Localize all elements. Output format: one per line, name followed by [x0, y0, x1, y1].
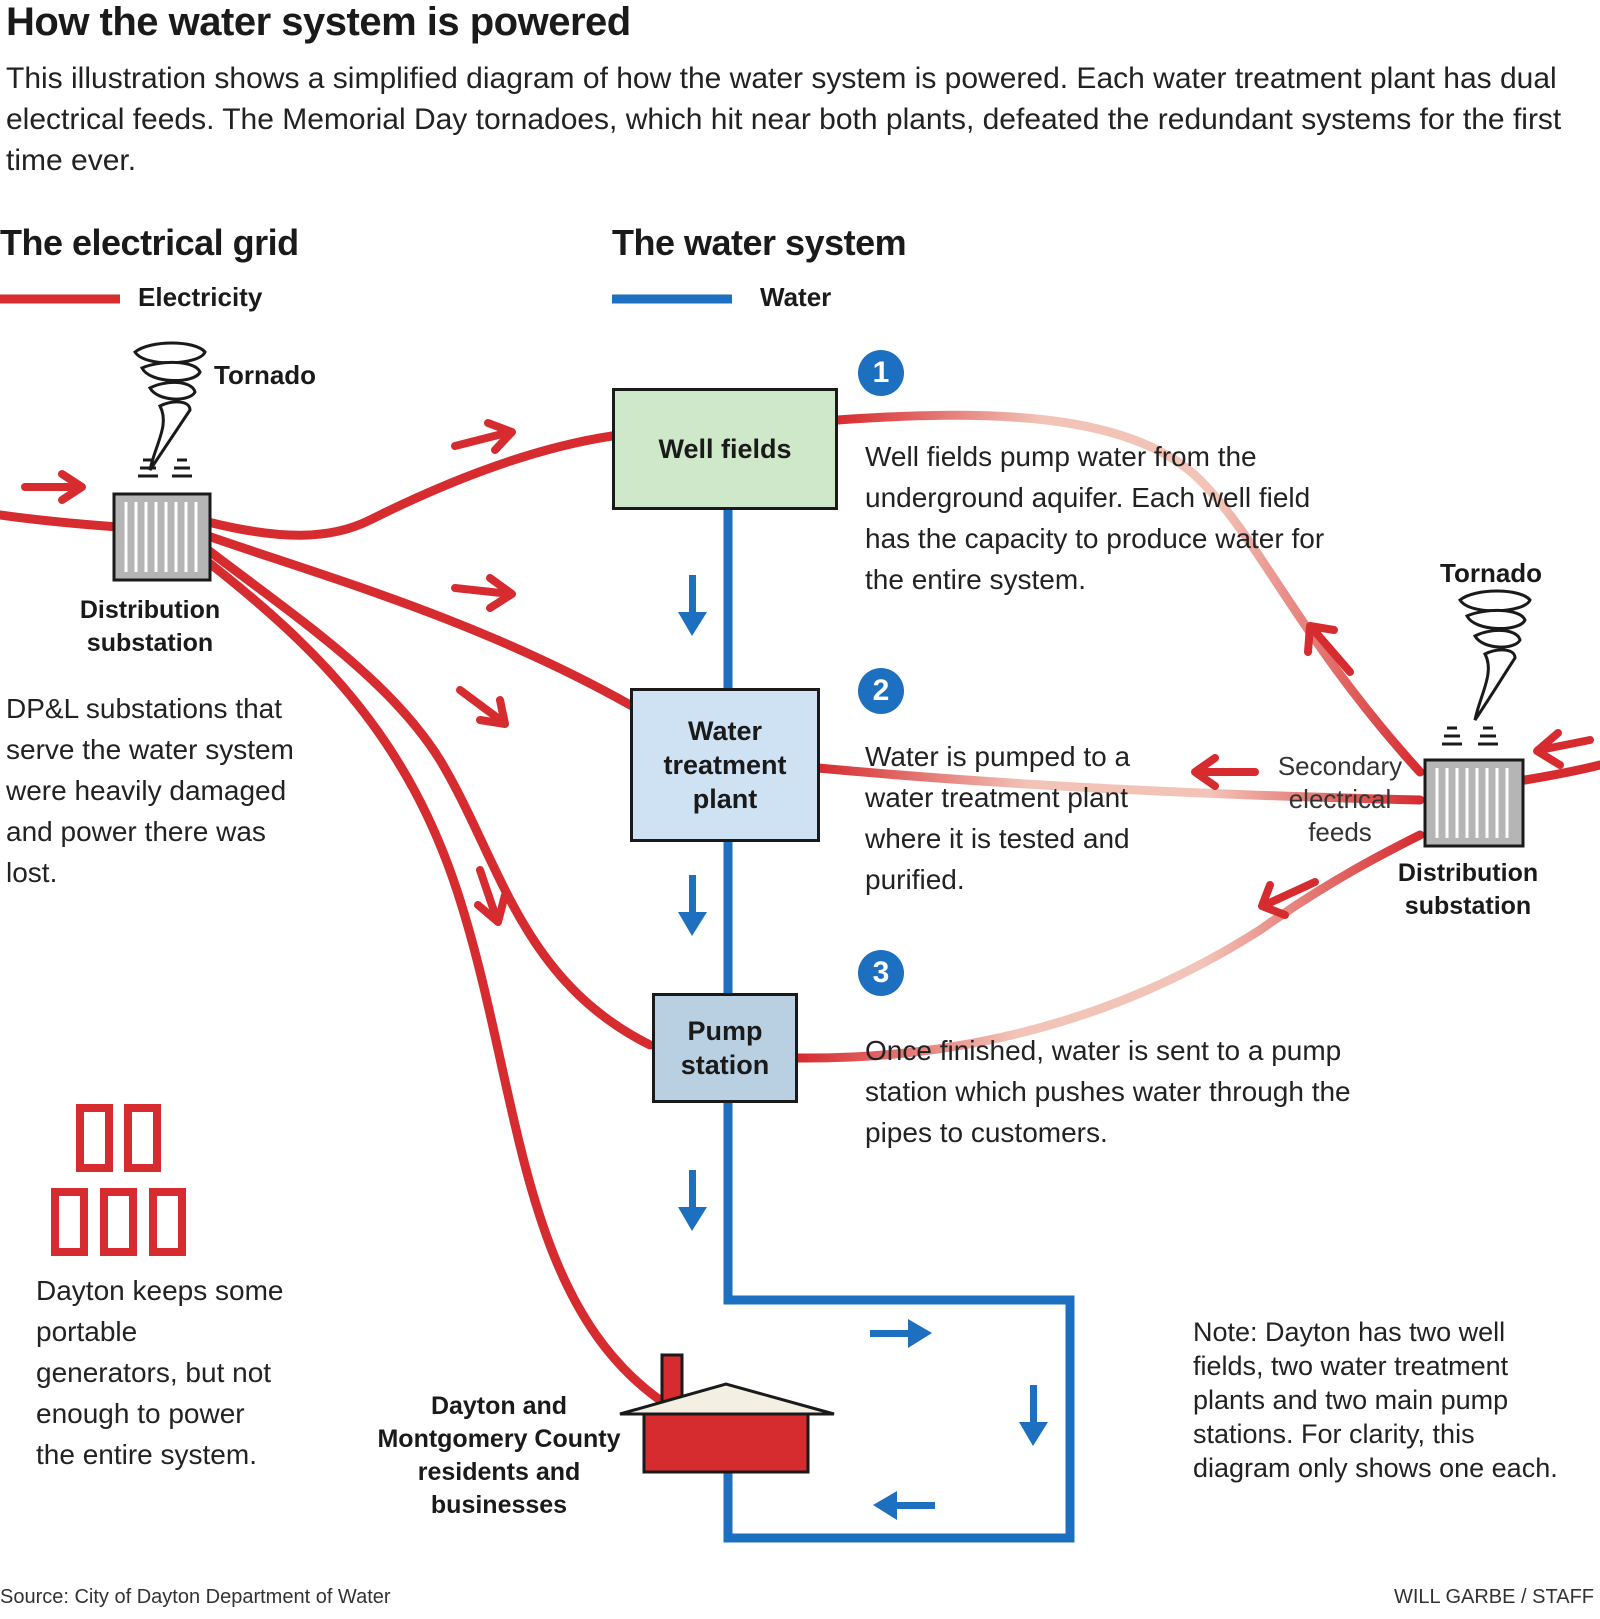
- electrical-grid-heading: The electrical grid: [0, 222, 299, 263]
- well-fields-box: Well fields: [612, 388, 838, 510]
- water-system-heading: The water system: [612, 222, 907, 263]
- tornado-left-label: Tornado: [214, 360, 317, 390]
- house-label-line3: residents and: [417, 1458, 581, 1486]
- water-treatment-plant-box: Water treatment plant: [630, 688, 820, 842]
- house-label: Dayton and Montgomery County residents a…: [354, 1390, 644, 1522]
- source-credit: Source: City of Dayton Department of Wat…: [0, 1586, 391, 1608]
- treatment-label-line3: plant: [692, 784, 758, 814]
- page-subtitle: This illustration shows a simplified dia…: [6, 62, 1562, 177]
- house-label-line4: businesses: [430, 1491, 568, 1519]
- tornado-right-label: Tornado: [1440, 558, 1543, 588]
- electricity-legend-label: Electricity: [138, 282, 263, 312]
- step-1-text: Well fields pump water from the undergro…: [865, 441, 1325, 595]
- pump-label-line1: Pump: [687, 1016, 763, 1046]
- house-label-line2: Montgomery County: [377, 1425, 621, 1453]
- substation-right-label: Distribution substation: [1368, 857, 1568, 923]
- pump-label-line2: station: [680, 1050, 770, 1080]
- secondary-feeds-label: Secondary electrical feeds: [1262, 750, 1418, 849]
- house-label-line1: Dayton and: [430, 1392, 568, 1420]
- pump-station-box: Pump station: [652, 993, 798, 1103]
- substation-left-label-line1: Distribution: [79, 596, 221, 624]
- water-pipes: [723, 508, 1075, 1543]
- substation-right-label-line1: Distribution: [1397, 859, 1539, 887]
- treatment-label-line2: treatment: [663, 750, 787, 780]
- substation-left-label-line2: substation: [86, 629, 214, 657]
- step-1-badge: 1: [858, 350, 904, 396]
- water-flow-arrows: [678, 575, 1048, 1520]
- substation-left-icon: [112, 458, 212, 582]
- page-title: How the water system is powered: [6, 0, 631, 44]
- step-3-text: Once finished, water is sent to a pump s…: [865, 1035, 1351, 1148]
- secondary-feeds-line1: Secondary: [1277, 751, 1403, 781]
- secondary-feeds-line2: electrical: [1288, 784, 1392, 814]
- tornado-left-icon: [133, 341, 207, 471]
- step-2-text: Water is pumped to a water treatment pla…: [865, 741, 1131, 895]
- secondary-feeds-line3: feeds: [1308, 817, 1372, 847]
- treatment-label-line1: Water: [687, 716, 762, 746]
- generators-note: Dayton keeps some portable generators, b…: [36, 1275, 284, 1470]
- electric-lines-right: [793, 410, 1600, 1063]
- tornado-right-icon: [1458, 589, 1532, 721]
- artist-credit: WILL GARBE / STAFF: [1393, 1586, 1594, 1608]
- substation-right-label-line2: substation: [1404, 892, 1532, 920]
- house-icon: [619, 1353, 835, 1474]
- portable-generators-icon: [51, 1104, 186, 1256]
- well-fields-label: Well fields: [658, 434, 792, 464]
- electricity-flow-arrows: [21, 419, 1594, 926]
- substation-damage-note: DP&L substations that serve the water sy…: [6, 693, 294, 888]
- step-3-badge: 3: [858, 950, 904, 996]
- step-2-badge: 2: [858, 668, 904, 714]
- electric-lines-left: [0, 431, 665, 1405]
- clarity-note: Note: Dayton has two well fields, two wa…: [1193, 1317, 1558, 1483]
- water-legend-label: Water: [760, 282, 832, 312]
- substation-left-label: Distribution substation: [50, 594, 250, 660]
- substation-right-icon: [1423, 726, 1525, 848]
